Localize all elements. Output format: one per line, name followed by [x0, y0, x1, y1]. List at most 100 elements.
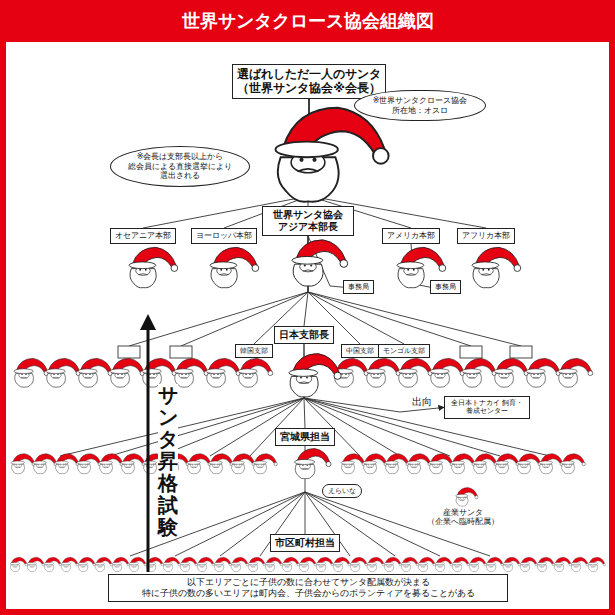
- santa-head: [174, 358, 209, 387]
- santa-head: [407, 454, 431, 474]
- santa-head: [180, 557, 197, 571]
- org-box: 日本支部長: [274, 326, 334, 344]
- fan-line: [250, 398, 304, 456]
- org-box: 宮城県担当: [275, 428, 335, 446]
- fan-line: [308, 292, 521, 346]
- santa-head: [112, 557, 129, 571]
- empty-box: [510, 346, 532, 358]
- santa-head: [163, 557, 180, 571]
- org-box: モンゴル支部: [378, 344, 430, 358]
- fan-line: [110, 398, 304, 456]
- santa-head: [316, 557, 333, 571]
- santa-head: [494, 358, 529, 387]
- org-box: アメリカ本部: [382, 228, 440, 244]
- title-text: 世界サンタクロース協会組織図: [182, 10, 434, 31]
- org-box: 韓国支部: [235, 344, 273, 358]
- node-text: ※世界サンタクロース協会 所在地：オスロ: [367, 96, 473, 115]
- node-text: 事務局: [435, 283, 456, 291]
- santa-head: [210, 247, 259, 288]
- santa-head: [27, 557, 44, 571]
- santa-head: [299, 557, 316, 571]
- santa-head: [537, 557, 554, 571]
- santa-head: [520, 557, 537, 571]
- santa-head: [571, 557, 588, 571]
- node-text: アメリカ本部: [387, 231, 435, 241]
- edge-label: 出向: [411, 396, 433, 408]
- node-text: オセアニア本部: [115, 231, 171, 241]
- santa-head: [367, 557, 384, 571]
- org-box: オセアニア本部: [110, 228, 176, 244]
- santa-head: [495, 454, 519, 474]
- santa-head: [561, 454, 585, 474]
- santa-head: [418, 557, 435, 571]
- santa-head: [11, 454, 35, 474]
- node-text: 中国支部: [346, 347, 374, 355]
- santa-head: [55, 454, 79, 474]
- org-box: ヨーロッパ本部: [191, 228, 257, 244]
- santa-heads: [10, 108, 605, 572]
- santa-head: [430, 358, 465, 387]
- santa-head: [77, 454, 101, 474]
- santa-head: [265, 557, 282, 571]
- santa-head: [469, 557, 486, 571]
- santa-head: [384, 557, 401, 571]
- node-text: 日本支部長: [279, 329, 329, 341]
- santa-head: [46, 358, 81, 387]
- santa-head: [129, 247, 178, 288]
- fan-line: [60, 398, 304, 456]
- node-text: 全日本トナカイ 飼育・養成センター: [449, 399, 525, 416]
- santa-head: [429, 454, 453, 474]
- santa-head: [398, 358, 433, 387]
- santa-head: [238, 358, 273, 387]
- santa-head: [385, 454, 409, 474]
- santa-head: [276, 108, 389, 202]
- node-text: 世界サンタ協会 アジア本部長: [267, 209, 349, 233]
- speech-bubble: えらいな: [322, 484, 362, 498]
- santa-head: [110, 358, 145, 387]
- santa-head: [503, 557, 520, 571]
- santa-head: [129, 557, 146, 571]
- santa-head: [366, 358, 401, 387]
- node-text: 事務局: [348, 283, 369, 291]
- promotion-arrow: [140, 314, 156, 572]
- node-text: アフリカ本部: [462, 231, 510, 241]
- node-text: 選ばれしただ一人のサンタ: [237, 67, 381, 81]
- santa-head: [99, 454, 123, 474]
- santa-head: [231, 454, 255, 474]
- node-text: ヨーロッパ本部: [196, 231, 252, 241]
- node-text: 韓国支部: [240, 347, 268, 355]
- org-box: 以下エリアごとに子供の数に合わせてサンタ配属数が決まる 特に子供の数の多いエリア…: [108, 574, 508, 602]
- santa-head: [187, 454, 211, 474]
- santa-head: [209, 454, 233, 474]
- santa-head: [253, 454, 277, 474]
- node-text: （世界サンタ協会※会長）: [237, 81, 381, 95]
- santa-head: [61, 557, 78, 571]
- empty-box: [170, 346, 192, 358]
- santa-head: [558, 358, 593, 387]
- santa-head: [121, 454, 145, 474]
- santa-head: [554, 557, 571, 571]
- org-box: 事務局: [343, 280, 374, 294]
- santa-head: [95, 557, 112, 571]
- node-text: えらいな: [328, 487, 356, 495]
- santa-head: [526, 358, 561, 387]
- santa-head: [333, 557, 350, 571]
- fan-lines: [60, 292, 550, 556]
- santa-head: [231, 557, 248, 571]
- santa-head: [248, 557, 265, 571]
- santa-head: [292, 240, 348, 286]
- empty-box: [460, 346, 482, 358]
- arrow-shaft: [147, 326, 150, 572]
- santa-head: [462, 358, 497, 387]
- santa-head: [197, 557, 214, 571]
- santa-head: [539, 454, 563, 474]
- santa-head: [78, 557, 95, 571]
- empty-box: [118, 346, 140, 358]
- org-box: 選ばれしただ一人のサンタ（世界サンタ協会※会長）: [232, 64, 386, 99]
- santa-head: [472, 247, 521, 288]
- org-box: 全日本トナカイ 飼育・養成センター: [444, 396, 530, 419]
- arrow-head: [140, 314, 156, 330]
- note-bubble: ※会長は支部長以上から 総会員による直接選挙により 選出される: [110, 146, 250, 187]
- santa-head: [44, 557, 61, 571]
